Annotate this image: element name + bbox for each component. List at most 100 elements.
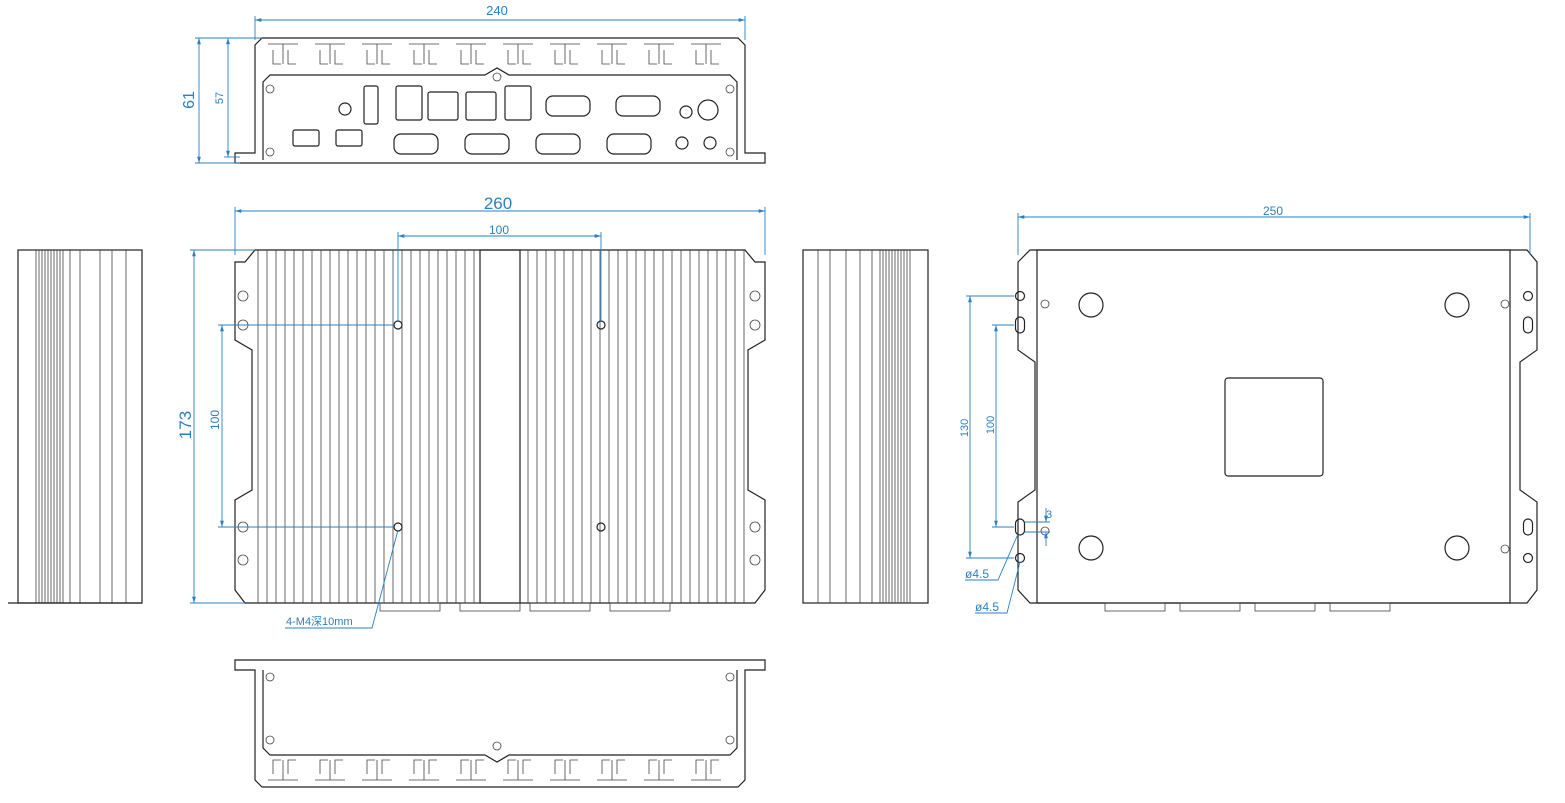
foot-hole (1078, 292, 1104, 318)
mounting-hole (1014, 552, 1026, 564)
usb-port (292, 129, 320, 147)
mounting-slot (749, 319, 761, 331)
screw-icon (492, 72, 502, 82)
audio-jack (679, 105, 693, 119)
front-dimensions: 240 61 57 (181, 3, 746, 164)
screw-icon (1040, 526, 1050, 536)
dim-bottom-length: 250 (1263, 204, 1283, 218)
heatsink-fin (268, 759, 298, 781)
dim-top-length: 260 (484, 194, 512, 213)
mounting-slot (749, 290, 761, 302)
heatsink-fin (691, 43, 721, 65)
heatsink-fin (644, 43, 674, 65)
hole-diameter-label-1: ø4.5 (965, 567, 989, 581)
mounting-slot (237, 554, 249, 566)
mounting-slot (237, 290, 249, 302)
heatsink-fin (644, 759, 674, 781)
dim-front-inner-height: 57 (214, 92, 226, 104)
screw-icon (265, 147, 275, 157)
heatsink-fin (503, 43, 533, 65)
heatsink-fin (550, 43, 580, 65)
usb-port (504, 85, 532, 121)
heatsink-fin (409, 43, 439, 65)
dim-front-height: 61 (181, 91, 198, 109)
screw-icon (265, 672, 275, 682)
connector-edge (609, 602, 671, 612)
heatsink-fin (456, 43, 486, 65)
heatsink-fin (268, 43, 298, 65)
front-view (234, 37, 766, 164)
mounting-slot (749, 521, 761, 533)
power-button-icon (697, 99, 719, 121)
mounting-slot (1522, 518, 1534, 536)
left-side-view (8, 249, 143, 604)
usb-port (335, 129, 363, 147)
foot-hole (1078, 535, 1104, 561)
screw-icon (265, 735, 275, 745)
heatsink-fin (315, 759, 345, 781)
connector-edge (459, 602, 521, 612)
foot-hole (1444, 292, 1470, 318)
dim-top-depth: 173 (176, 411, 195, 439)
ethernet-port (465, 91, 497, 121)
connector-edge (1179, 602, 1241, 612)
serial-port (535, 133, 581, 155)
audio-jack (338, 102, 352, 116)
dim-top-hole-spacing-x: 100 (489, 223, 509, 237)
mounting-hole (393, 320, 403, 330)
top-view (234, 249, 766, 612)
mounting-hole (596, 522, 606, 532)
screw-icon (725, 735, 735, 745)
mounting-slot (1014, 518, 1026, 536)
serial-port (545, 95, 591, 117)
heatsink-fin (503, 759, 533, 781)
screw-icon (725, 672, 735, 682)
screw-icon (725, 84, 735, 94)
mounting-slot (749, 554, 761, 566)
dim-bottom-slot-inner: 100 (985, 416, 997, 434)
mounting-slot (1522, 316, 1534, 334)
screw-icon (492, 741, 502, 751)
mounting-hole (1014, 290, 1026, 302)
thread-note: 4-M4深10mm (286, 615, 353, 628)
mounting-slot (1014, 316, 1026, 334)
screw-icon (1500, 544, 1510, 554)
ethernet-port (427, 91, 459, 121)
mounting-hole (1522, 552, 1534, 564)
mounting-hole (596, 320, 606, 330)
heatsink-fin (362, 43, 392, 65)
heatsink-fin (597, 759, 627, 781)
heatsink-fin (456, 759, 486, 781)
rear-view (234, 659, 766, 788)
mounting-hole (1522, 290, 1534, 302)
right-side-view (802, 249, 929, 604)
dim-bottom-slot-offset: 3 (1046, 509, 1052, 521)
heatsink-fin (550, 759, 580, 781)
dim-top-hole-spacing-y: 100 (208, 410, 222, 430)
heatsink-fin (362, 759, 392, 781)
led-indicator (675, 136, 689, 150)
connector-edge (1254, 602, 1316, 612)
serial-port (606, 133, 652, 155)
top-dimensions: 260 100 173 100 4-M4深10mm (176, 194, 766, 629)
serial-port (464, 133, 510, 155)
screw-icon (1500, 299, 1510, 309)
usb-port (395, 85, 423, 121)
mounting-hole (393, 522, 403, 532)
screw-icon (1040, 299, 1050, 309)
heatsink-fin (597, 43, 627, 65)
foot-hole (1444, 535, 1470, 561)
heatsink-fin (409, 759, 439, 781)
connector-edge (1329, 602, 1391, 612)
serial-port (615, 95, 661, 117)
hdmi-port (363, 85, 379, 125)
hole-diameter-label-2: ø4.5 (975, 600, 999, 614)
bottom-dimensions: 250 130 100 3 ø4.5 ø4.5 (959, 204, 1531, 614)
bottom-view (1014, 249, 1538, 612)
screw-icon (265, 84, 275, 94)
led-indicator (703, 136, 717, 150)
connector-edge (379, 602, 441, 612)
heatsink-fin (315, 43, 345, 65)
dim-bottom-slot-outer: 130 (959, 419, 971, 437)
